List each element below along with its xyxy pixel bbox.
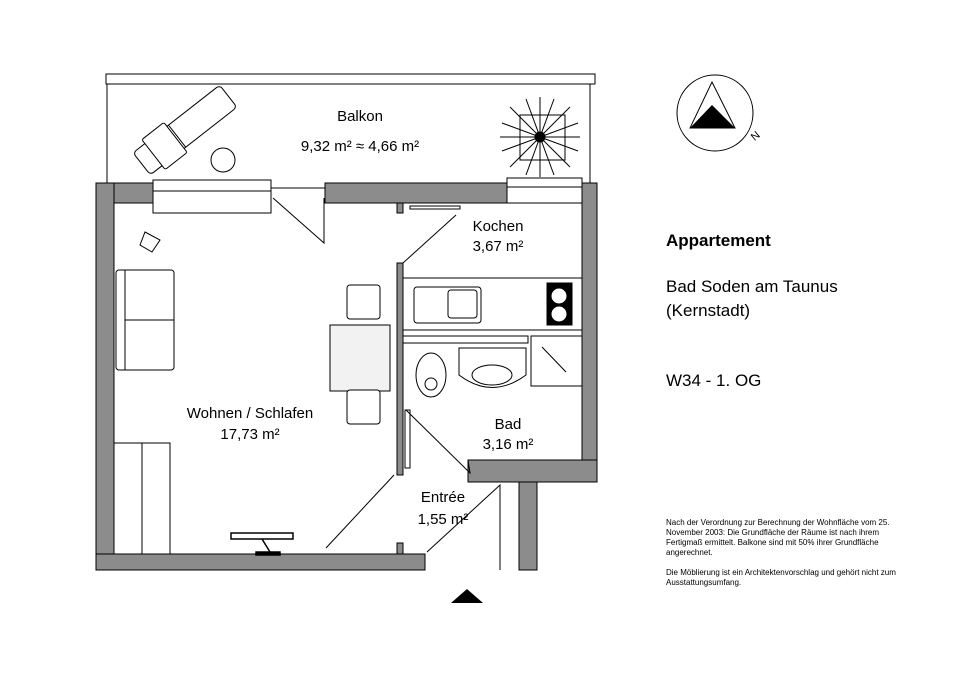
sofa-icon bbox=[115, 269, 175, 371]
sun-lounger-icon bbox=[134, 86, 236, 174]
room-name-bad: Bad bbox=[495, 416, 522, 433]
doors bbox=[272, 197, 501, 570]
windows bbox=[152, 177, 583, 214]
unit-label: W34 - 1. OG bbox=[666, 371, 762, 390]
room-labels: Balkon 9,32 m² ≈ 4,66 m² Kochen 3,67 m² … bbox=[187, 108, 534, 528]
tv-stand-icon bbox=[230, 532, 294, 556]
room-area-kochen: 3,67 m² bbox=[473, 238, 524, 255]
room-area-wohnen: 17,73 m² bbox=[220, 426, 279, 443]
balcony bbox=[105, 73, 596, 183]
room-name-entree: Entrée bbox=[421, 489, 465, 506]
room-area-bad: 3,16 m² bbox=[483, 436, 534, 453]
room-area-entree: 1,55 m² bbox=[418, 511, 469, 528]
room-name-wohnen: Wohnen / Schlafen bbox=[187, 405, 313, 422]
armchair-icon bbox=[139, 231, 161, 253]
wardrobe bbox=[113, 442, 171, 555]
side-table-icon bbox=[210, 147, 236, 173]
toilet-icon bbox=[415, 352, 447, 398]
furniture-disclaimer: Die Möblierung ist ein Architektenvorsch… bbox=[666, 568, 896, 587]
room-name-kochen: Kochen bbox=[473, 218, 524, 235]
bath-fixtures bbox=[402, 335, 583, 398]
location-line-2: (Kernstadt) bbox=[666, 301, 751, 320]
dining-set bbox=[329, 284, 391, 425]
shower-icon bbox=[530, 335, 583, 387]
compass-north-label: N bbox=[749, 129, 763, 143]
location-line-1: Bad Soden am Taunus bbox=[666, 277, 838, 296]
area-calculation-note: Nach der Verordnung zur Berechnung der W… bbox=[666, 518, 890, 557]
entrance-arrow-icon bbox=[451, 589, 483, 603]
listing-title: Appartement bbox=[666, 231, 771, 250]
plant-icon bbox=[500, 97, 580, 177]
room-area-balkon: 9,32 m² ≈ 4,66 m² bbox=[301, 138, 419, 155]
walls bbox=[95, 182, 598, 571]
room-name-balkon: Balkon bbox=[337, 108, 383, 125]
compass-icon: N bbox=[676, 74, 763, 152]
kitchen-counter bbox=[402, 277, 583, 331]
